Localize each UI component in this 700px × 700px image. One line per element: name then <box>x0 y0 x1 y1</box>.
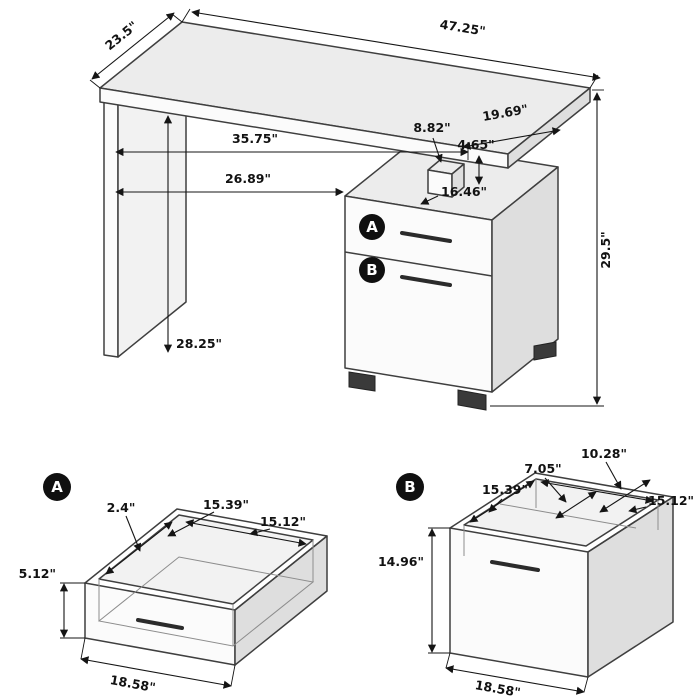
desk-main-view: A B 47.25" 23.5" 35.75" 26.89" <box>89 8 613 411</box>
dim-pedestal-top: 16.46" <box>420 184 487 205</box>
dim-support-width: 8.82" <box>413 120 451 163</box>
dim-depth-label: 23.5" <box>102 18 141 53</box>
drawer-b-front-handle <box>490 560 540 572</box>
dim-b-front-section: 7.05" <box>524 461 567 503</box>
drawer-b-view-marker <box>396 473 424 501</box>
dim-a-wall-thickness: 2.4" <box>107 500 142 552</box>
dim-knee-width: 26.89" <box>115 171 344 197</box>
pedestal-right-face <box>491 166 559 393</box>
dim-width-label: 47.25" <box>439 16 487 38</box>
support-block-right-face <box>451 163 465 198</box>
drawer-b-handle <box>400 275 452 287</box>
dim-pedestal-top-label: 16.46" <box>441 184 487 199</box>
dim-knee-height: 28.25" <box>163 115 222 353</box>
dim-b-front-height-label: 14.96" <box>378 554 424 569</box>
dim-upper-clearance: 35.75" <box>115 131 469 160</box>
desk-foot <box>348 371 376 392</box>
drawer-divider-line <box>344 251 493 277</box>
desk-foot <box>457 389 487 411</box>
dim-overall-height-label: 29.5" <box>598 231 613 268</box>
dim-a-front-height-label: 5.12" <box>19 566 56 581</box>
dim-b-front-height: 14.96" <box>378 527 450 654</box>
drawer-a-detail-view: A 5.12" 18.58" 2.4" <box>19 473 328 695</box>
desk-foot <box>533 341 557 361</box>
dim-a-interior-width-label: 15.12" <box>260 514 306 529</box>
dim-a-interior-width: 15.12" <box>249 514 306 537</box>
drawer-a-handle <box>400 231 452 243</box>
drawer-a-view-letter: A <box>51 478 63 496</box>
dim-b-back-section-label: 10.28" <box>581 446 627 461</box>
dim-b-back-section: 10.28" <box>581 446 627 490</box>
dim-b-interior-width: 15.12" <box>628 493 694 514</box>
drawer-b-front-face <box>449 527 589 678</box>
drawer-a-marker <box>359 214 385 240</box>
drawer-b-view-letter: B <box>404 478 415 496</box>
dim-overall-height: 29.5" <box>490 89 613 407</box>
drawer-a-width-line <box>185 519 307 547</box>
dim-knee-height-label: 28.25" <box>176 336 222 351</box>
dim-support-gap: 4.65" <box>457 137 495 185</box>
dim-a-interior-depth: 15.39" <box>167 497 249 537</box>
drawer-a-front-handle <box>136 618 184 630</box>
dim-support-width-label: 8.82" <box>413 120 450 135</box>
dim-b-interior-depth-label: 15.39" <box>482 482 528 497</box>
drawer-b-back-section-line <box>599 479 651 513</box>
dim-a-interior-depth-label: 15.39" <box>203 497 249 512</box>
drawer-b-detail-view: B 14.96" 18.58" <box>378 446 694 700</box>
dim-b-outer-width-label: 18.58" <box>474 677 522 700</box>
dim-b-front-section-label: 7.05" <box>524 461 561 476</box>
drawer-a-view-marker <box>43 473 71 501</box>
dim-knee-width-label: 26.89" <box>225 171 271 186</box>
drawer-b-depth-line <box>469 480 535 523</box>
dim-width: 47.25" <box>181 8 601 89</box>
dim-b-interior-width-label: 15.12" <box>648 493 694 508</box>
drawer-b-marker-letter: B <box>366 261 377 279</box>
dim-a-wall-thickness-label: 2.4" <box>107 500 136 515</box>
drawer-b-marker <box>359 257 385 283</box>
dim-b-interior-depth: 15.39" <box>482 482 528 513</box>
dim-support-gap-label: 4.65" <box>457 137 494 152</box>
dim-a-outer-width-label: 18.58" <box>109 672 157 695</box>
drawer-a-marker-letter: A <box>366 218 378 236</box>
dim-upper-clearance-label: 35.75" <box>232 131 278 146</box>
drawer-b-front-section-line <box>555 491 597 519</box>
dim-a-front-height: 5.12" <box>19 566 85 639</box>
desk-left-panel-front-edge <box>103 99 119 358</box>
